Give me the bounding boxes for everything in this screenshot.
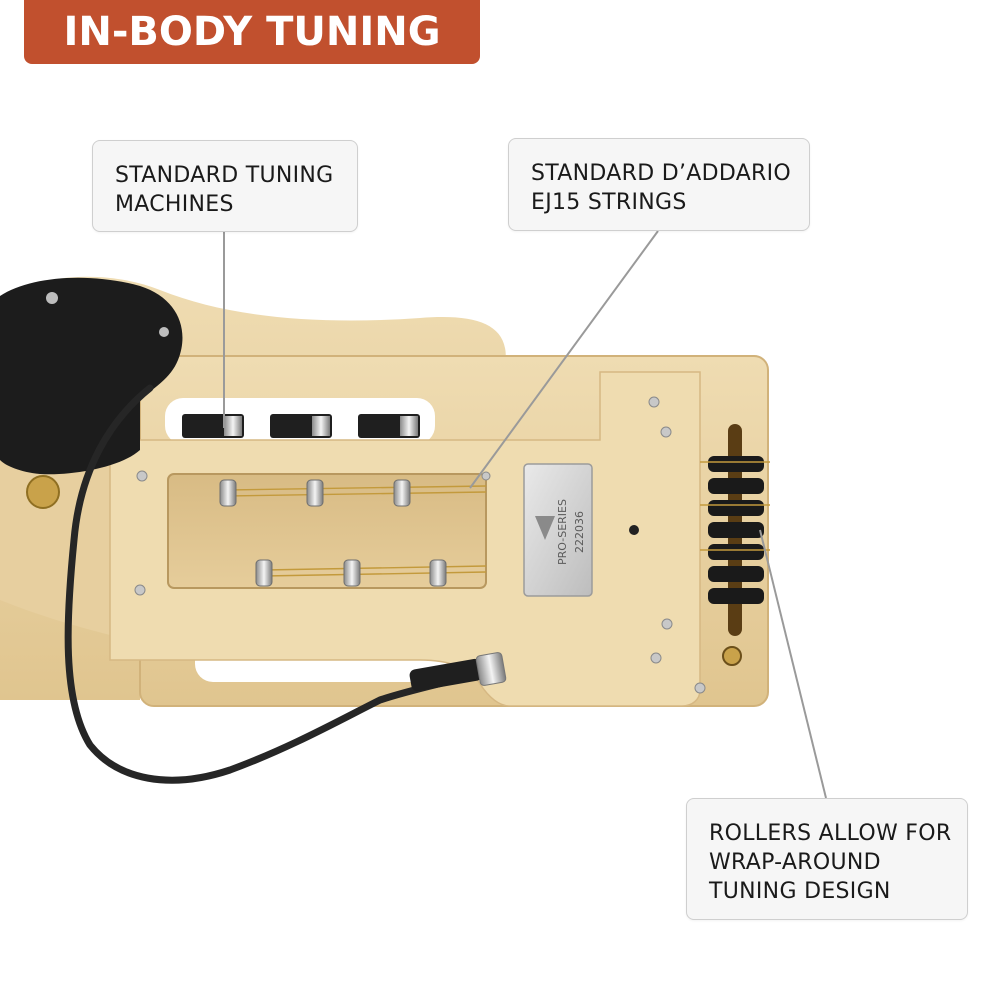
serial-plate bbox=[523, 463, 593, 597]
plate-text-serial: 222036 bbox=[573, 511, 586, 553]
page-title: IN-BODY TUNING bbox=[63, 9, 441, 55]
leader-lines bbox=[223, 230, 827, 799]
pickguard bbox=[0, 277, 183, 475]
plate-text-series: PRO-SERIES bbox=[556, 499, 569, 565]
strings bbox=[225, 485, 487, 577]
callout-tuning-machines-text: STANDARD TUNING MACHINES bbox=[115, 163, 334, 217]
callout-strings-text: STANDARD D’ADDARIO EJ15 STRINGS bbox=[531, 161, 792, 215]
screws bbox=[134, 396, 706, 694]
rollers bbox=[708, 456, 764, 604]
title-banner: IN-BODY TUNING bbox=[24, 0, 480, 64]
upper-tuning-machines bbox=[182, 414, 420, 438]
callout-tuning-machines: STANDARD TUNING MACHINES bbox=[92, 140, 358, 232]
cable bbox=[64, 384, 474, 784]
string-posts bbox=[219, 479, 447, 587]
callout-strings: STANDARD D’ADDARIO EJ15 STRINGS bbox=[508, 138, 810, 231]
callout-rollers: ROLLERS ALLOW FOR WRAP-AROUND TUNING DES… bbox=[686, 798, 968, 920]
callout-rollers-text: ROLLERS ALLOW FOR WRAP-AROUND TUNING DES… bbox=[709, 821, 952, 904]
